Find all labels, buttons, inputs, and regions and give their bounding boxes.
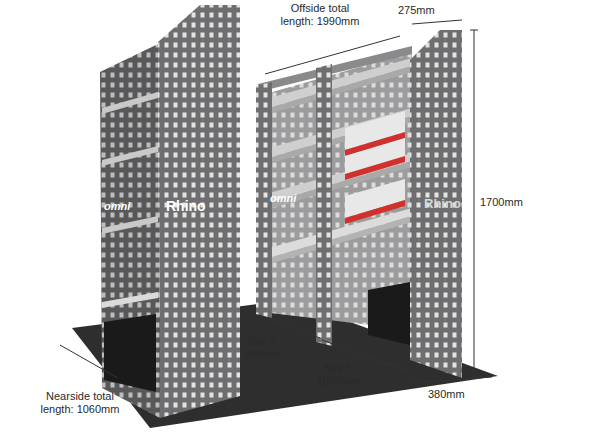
- wheel-arch-box: [104, 314, 156, 392]
- dimension-label: 380mm: [428, 388, 465, 401]
- brand-watermark: Rhino: [424, 196, 461, 211]
- upright: [316, 64, 332, 346]
- dimension-label: Nearside total length: 1060mm: [40, 390, 120, 416]
- brand-watermark: Rhino: [166, 198, 206, 214]
- dimension-label: 1700mm: [480, 196, 523, 209]
- shelves: [262, 58, 412, 266]
- shelves: [102, 92, 158, 308]
- end-panel: [158, 5, 240, 418]
- brand-watermark: omni: [270, 192, 296, 205]
- dimension-label: Offside total length: 1990mm: [275, 2, 365, 28]
- dimension-lines: [60, 20, 492, 383]
- upright: [256, 82, 272, 318]
- dimension-label: Bay 1 1000mm: [312, 362, 364, 388]
- dimension-label: 275mm: [398, 4, 435, 17]
- side-panel: [100, 44, 160, 418]
- brand-watermark: omni: [104, 200, 130, 213]
- wheel-arch-box: [368, 282, 410, 345]
- drawer-units: [345, 111, 405, 224]
- dimension-label: Bay 2 900mm: [236, 335, 288, 361]
- end-panel: [410, 30, 462, 378]
